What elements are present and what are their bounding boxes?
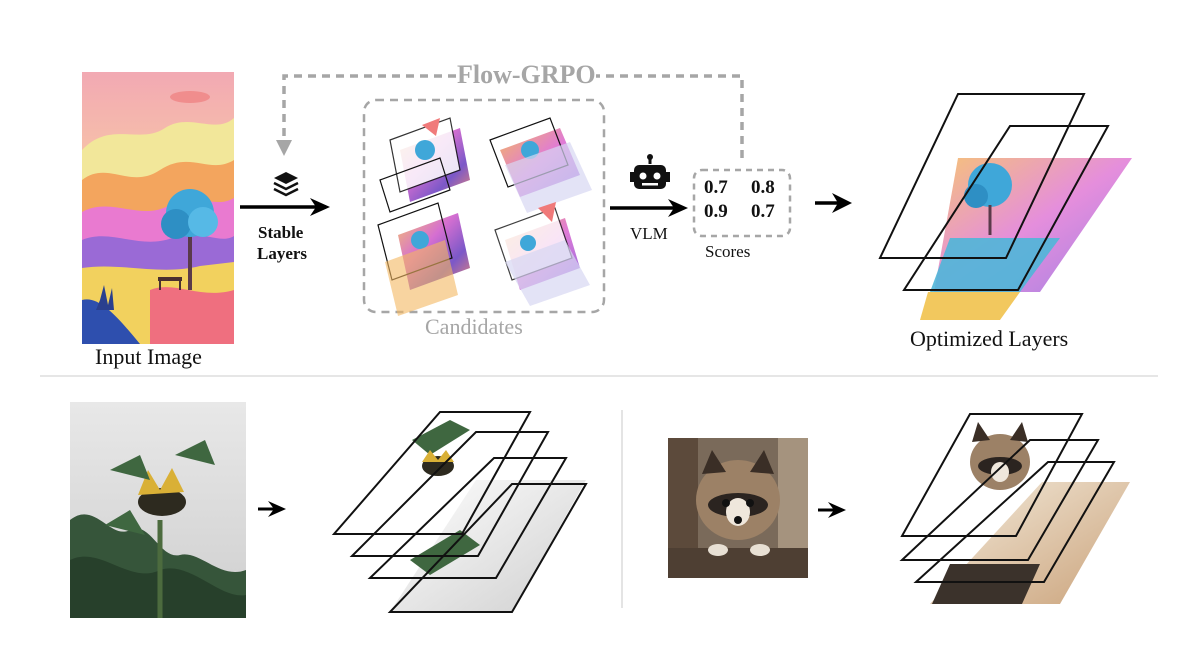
score-value: 0.9 (704, 201, 728, 222)
sunflower-photo (70, 402, 246, 618)
model-arrow-head (310, 198, 330, 216)
input-image-label: Input Image (95, 344, 202, 369)
example-arrow-head (268, 501, 286, 517)
candidates-box (362, 98, 606, 314)
raccoon-photo (668, 438, 808, 578)
score-value: 0.7 (704, 177, 728, 198)
feedback-label: Flow-GRPO (457, 60, 596, 89)
judge-label: VLM (630, 224, 668, 243)
input-image (82, 72, 234, 344)
candidate-stack (494, 202, 590, 306)
optimized-layers (878, 93, 1132, 320)
model-label-layers: Layers (257, 244, 308, 263)
output-arrow-head (832, 193, 852, 213)
candidates-label: Candidates (425, 314, 523, 339)
robot-icon (630, 154, 670, 189)
model-label-stable: Stable (258, 223, 304, 242)
raccoon-layers (899, 413, 1130, 604)
feedback-arrow-head (276, 140, 292, 156)
sunflower-layers (331, 411, 588, 613)
candidate-stack (489, 117, 592, 213)
judge-arrow-head (668, 199, 688, 217)
output-label: Optimized Layers (910, 326, 1069, 351)
candidate-stack (377, 202, 470, 316)
scores-label: Scores (705, 242, 751, 261)
example-arrow-head (828, 502, 846, 518)
score-value: 0.8 (751, 177, 775, 198)
feedback-loop-line (282, 74, 744, 158)
candidate-stack (379, 117, 470, 213)
score-value: 0.7 (751, 201, 775, 222)
stacked-layers-icon (273, 172, 299, 197)
